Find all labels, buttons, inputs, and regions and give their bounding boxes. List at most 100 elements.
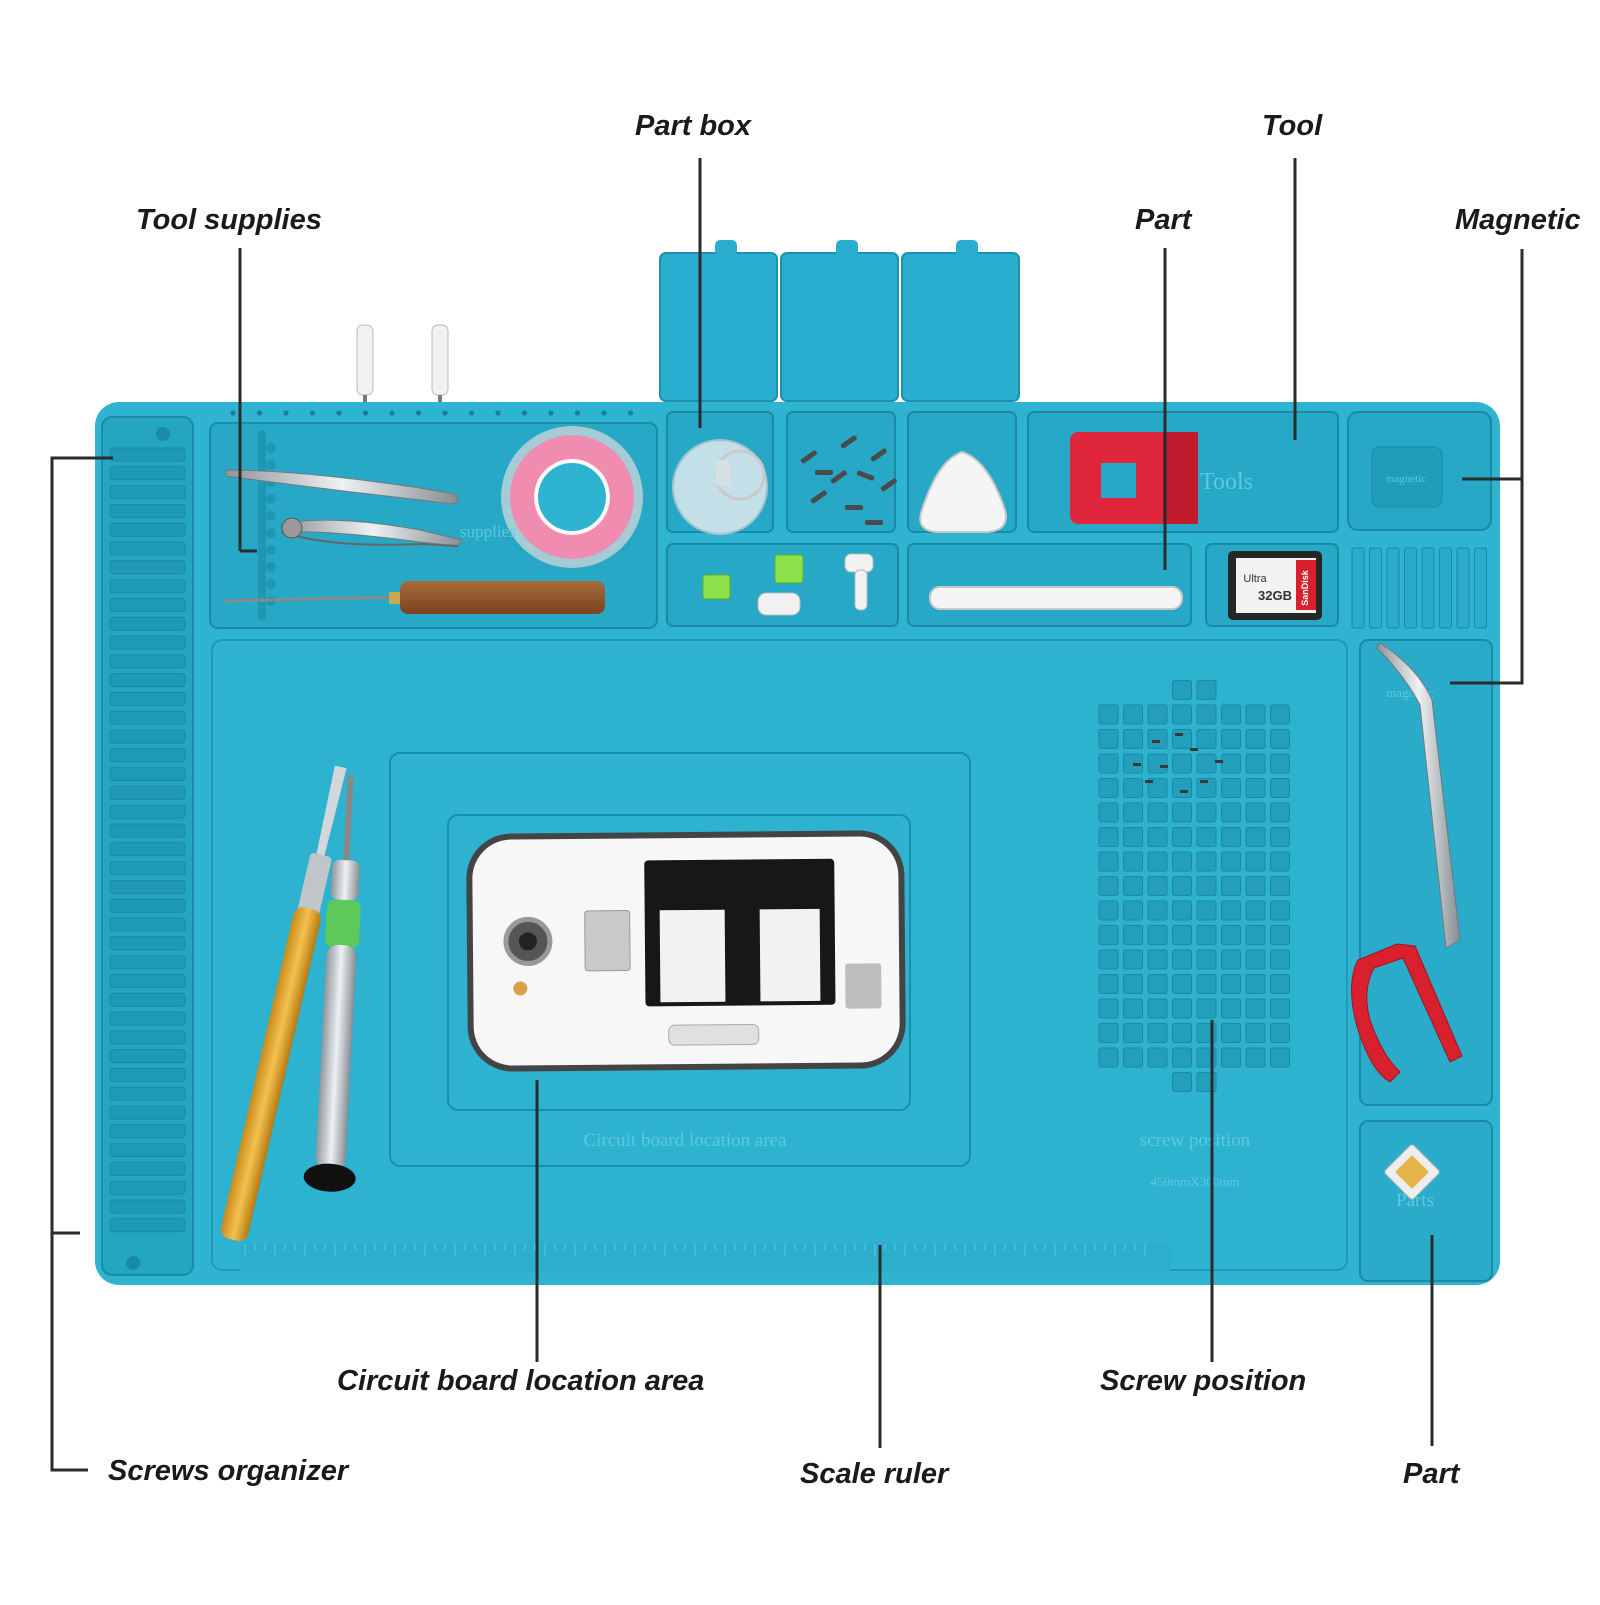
screw [815,470,833,475]
callout-part-box: Part box [635,110,752,142]
organizer-slot [109,522,186,537]
organizer-slot [109,992,186,1007]
organizer-slot [109,710,186,725]
callout-circuit-board-location-area: Circuit board location area [337,1365,705,1397]
screw [856,470,875,481]
organizer-slot [109,955,186,970]
tool-peg [266,545,276,555]
suction-cup [672,439,768,535]
tool-fin [1404,547,1417,629]
top-hole [601,410,607,416]
screw-size-mark: 450mmX300mm [1151,1174,1240,1189]
top-hole [283,410,289,416]
tiny-screw [1160,765,1168,768]
tool-peg [266,494,276,504]
organizer-slot [109,898,186,913]
magnetizer-block [1070,432,1198,524]
top-hole [389,410,395,416]
loose-screws [800,435,897,525]
organizer-slot [109,635,186,650]
organizer-slot [109,1105,186,1120]
organizer-slot [109,654,186,669]
organizer-slot [109,917,186,932]
screw-position-grid: screw position 450mmX300mm [1097,680,1293,1189]
organizer-slot [109,1011,186,1026]
tiny-screw [1215,760,1223,763]
organizer-slot [109,1143,186,1158]
organizer-slot [109,579,186,594]
organizer-slot [109,748,186,763]
organizer-slot [109,1161,186,1176]
tiny-screw [1180,790,1188,793]
callout-tool-supplies: Tool supplies [136,204,322,236]
tool-peg [266,460,276,470]
sim-chip [1384,1144,1440,1200]
tool-fin [1369,547,1382,629]
organizer-slot [109,447,186,462]
callout-part-top: Part [1135,204,1192,236]
sd-capacity: 32GB [1258,588,1292,603]
magnetic-mark-small: magnetic [1386,473,1426,485]
tool-fin [1439,547,1452,629]
organizer-slot [109,1030,186,1045]
callout-screws-organizer: Screws organizer [108,1455,349,1487]
top-hole [574,410,581,416]
top-hole [362,410,369,416]
top-hole [230,410,236,416]
tiny-screw [1190,748,1198,751]
top-hole [415,410,422,416]
small-plastic-parts [702,553,874,616]
tiny-screw [1200,780,1208,783]
smartphone-back [466,830,906,1072]
supplies-mark: supplies [460,522,516,541]
organizer-slot [109,973,186,988]
organizer-slot [109,560,186,575]
organizer-slot [109,729,186,744]
tiny-screw [1152,740,1160,743]
tool-peg [266,528,276,538]
organizer-slot [109,1067,186,1082]
organizer-slot [109,1124,186,1139]
screw [810,490,827,504]
tool-fin [1351,547,1365,629]
part-box-flaps [659,240,1020,402]
screws-organizer-strip [101,416,194,1276]
organizer-slot [109,879,186,894]
tools-mark: Tools [1200,469,1253,495]
organizer-slot [109,1049,186,1064]
top-holes [230,410,634,416]
sd-card: SanDisk Ultra 32GB [1228,551,1322,620]
organizer-slot [109,597,186,612]
organizer-slot [109,804,186,819]
top-hole [442,410,448,416]
sd-line: Ultra [1243,573,1267,585]
red-spudger [1351,943,1463,1083]
curved-tweezers [1376,642,1461,949]
top-hole [548,410,554,416]
tool-peg [266,562,276,572]
awl-tool [224,581,605,614]
organizer-slot [109,1180,186,1195]
tiny-screw [1175,733,1183,736]
top-hole [468,410,475,416]
top-hole [521,410,528,416]
hobby-knife [220,765,347,1241]
precision-screwdriver [303,775,361,1192]
sd-brand: SanDisk [1300,569,1310,606]
organizer-slot [109,1086,186,1101]
callout-leaders [50,158,1524,1472]
organizer-slot [109,1199,186,1214]
tweezers-tool [225,469,463,547]
pry-stick [929,586,1183,610]
tool-peg [266,443,276,453]
organizer-slot [109,673,186,688]
callout-tool: Tool [1262,110,1323,142]
organizer-slot [109,691,186,706]
organizer-slot [109,936,186,951]
organizer-slot [109,842,186,857]
top-hole [336,410,342,416]
screw [840,435,857,449]
organizer-slot [109,785,186,800]
screw [870,448,887,462]
screw-position-mark: screw position [1140,1130,1251,1151]
